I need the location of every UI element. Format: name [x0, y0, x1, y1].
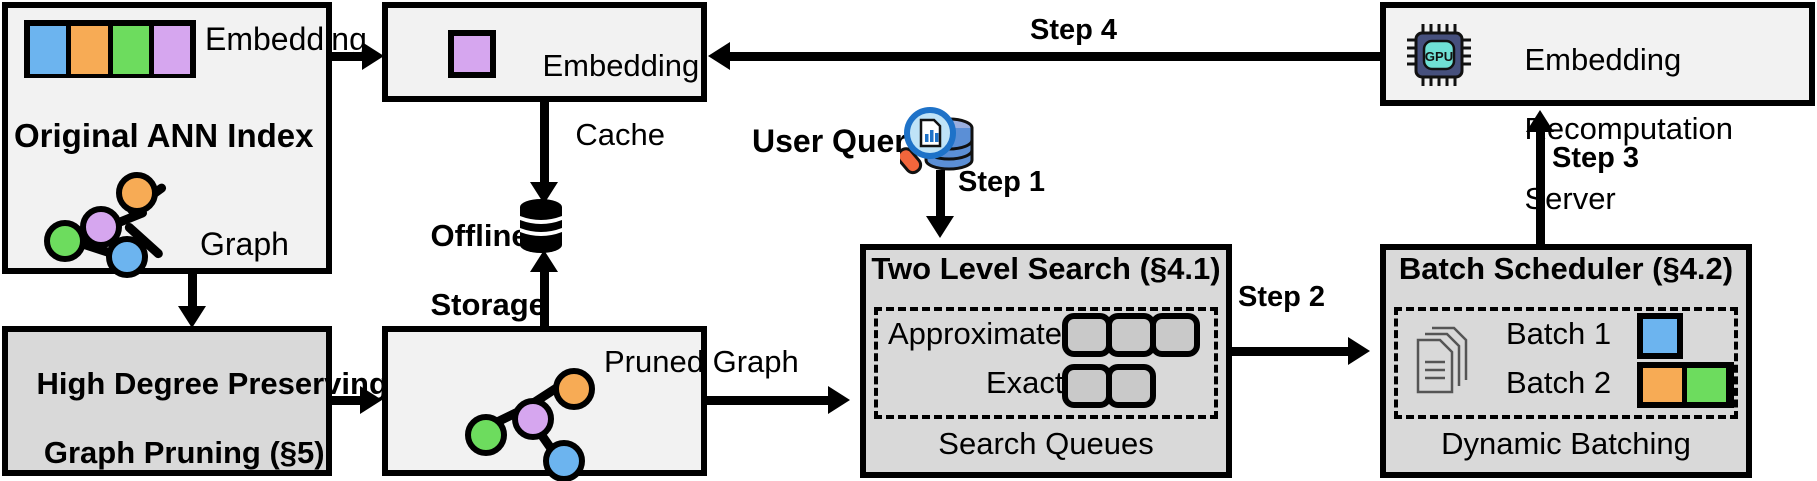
- exact-row-label: Exact: [986, 365, 1064, 400]
- embedding-chip-purple: [153, 26, 190, 74]
- graph-label: Graph: [200, 226, 289, 262]
- offline-storage-label: Offline Storage: [396, 184, 545, 358]
- exact-queue-slot: [1062, 364, 1112, 408]
- graph-node-green: [44, 220, 86, 262]
- step2-label: Step 2: [1238, 281, 1326, 313]
- two-level-search-box: [860, 244, 1232, 478]
- embedding-chip-blue: [30, 26, 67, 74]
- offline-storage-line2: Storage: [430, 287, 546, 323]
- gpu-chip-icon: GPU: [1405, 22, 1473, 88]
- embedding-label: Embedding: [205, 21, 367, 57]
- approximate-queue-slot: [1062, 313, 1112, 357]
- exact-queue-slot: [1106, 364, 1156, 408]
- pruned-node-blue: [543, 440, 585, 481]
- arrow-index-to-cache-line: [332, 52, 366, 61]
- dynamic-batching-caption: Dynamic Batching: [1441, 426, 1691, 461]
- embedding-chip-orange: [71, 26, 108, 74]
- two-level-search-title: Two Level Search (§4.1): [871, 251, 1221, 286]
- graph-node-purple: [80, 206, 122, 248]
- offline-storage-line1: Offline: [430, 217, 529, 253]
- step1-label: Step 1: [958, 166, 1046, 198]
- arrow-pruned-to-search-head: [828, 386, 850, 414]
- arrow-index-to-pruning-line: [188, 274, 197, 310]
- graph-node-orange: [116, 172, 158, 214]
- database-icon: [518, 198, 564, 254]
- arrow-step1-head: [926, 216, 954, 238]
- embedding-cache-line2: Cache: [575, 117, 666, 153]
- batch1-label: Batch 1: [1506, 316, 1612, 351]
- arrow-step1-line: [936, 170, 945, 222]
- arrow-index-to-pruning-head: [178, 306, 206, 328]
- graph-pruning-line2: Graph Pruning (§5): [43, 435, 325, 471]
- arrow-step4-head: [708, 42, 730, 70]
- step4-label: Step 4: [1030, 14, 1118, 46]
- arrow-pruning-to-pruned-head: [360, 386, 382, 414]
- embedding-cache-box: [382, 2, 707, 102]
- graph-node-blue: [106, 236, 148, 278]
- dynamic-batching-dashed-region: [1394, 307, 1738, 419]
- query-search-database-icon: [900, 104, 978, 178]
- graph-pruning-title: High Degree Preserving Graph Pruning (§5…: [2, 332, 387, 481]
- graph-pruning-box: [2, 326, 332, 476]
- original-ann-index-title: Original ANN Index: [14, 117, 314, 154]
- batch2-chip-green: [1687, 368, 1726, 402]
- arrow-step2-head: [1348, 337, 1370, 365]
- arrow-index-to-cache-head: [362, 42, 384, 70]
- approximate-row-label: Approximate: [888, 316, 1063, 351]
- step3-label: Step 3: [1552, 142, 1640, 174]
- arrow-cache-to-storage-head: [530, 182, 558, 204]
- recomputation-server-line1: Embedding: [1524, 41, 1682, 77]
- arrow-pruned-to-storage-head: [530, 250, 558, 272]
- arrow-pruned-to-search-line: [707, 396, 833, 405]
- recomputation-server-box: [1380, 2, 1815, 106]
- batch2-chip-orange: [1643, 368, 1682, 402]
- approximate-queue-slot: [1106, 313, 1156, 357]
- svg-text:GPU: GPU: [1425, 49, 1453, 64]
- pruned-node-purple: [512, 398, 554, 440]
- pruned-node-orange: [553, 368, 595, 410]
- approximate-queue-slot: [1150, 313, 1200, 357]
- embedding-chip-green: [112, 26, 149, 74]
- search-queues-dashed-region: [874, 307, 1218, 419]
- embedding-cache-line1: Embedding: [542, 47, 700, 83]
- batch1-chip-blue: [1637, 313, 1683, 359]
- batch2-label: Batch 2: [1506, 365, 1612, 400]
- arrow-cache-to-storage-line: [540, 102, 549, 186]
- arrow-pruned-to-storage-line: [540, 268, 549, 328]
- pruned-graph-label: Pruned Graph: [604, 344, 799, 379]
- batch-scheduler-title: Batch Scheduler (§4.2): [1398, 251, 1734, 286]
- recomputation-server-title: Embedding Recomputation Server: [1490, 8, 1733, 251]
- search-queues-caption: Search Queues: [938, 426, 1154, 461]
- recomputation-server-line3: Server: [1524, 180, 1616, 216]
- documents-icon: [1414, 326, 1470, 396]
- arrow-step4-line: [730, 52, 1380, 61]
- arrow-step3-head: [1526, 110, 1554, 132]
- embedding-chip-strip: [24, 20, 196, 78]
- arrow-step3-line: [1536, 128, 1545, 246]
- batch2-chip-strip: [1637, 362, 1734, 408]
- arrow-pruning-to-pruned-line: [332, 396, 364, 405]
- embedding-cache-chip: [448, 30, 496, 78]
- arrow-step2-line: [1232, 347, 1352, 356]
- pruned-node-green: [465, 414, 507, 456]
- embedding-cache-title: Embedding Cache: [508, 14, 700, 188]
- recomputation-server-line2: Recomputation: [1524, 111, 1733, 147]
- user-query-label: User Query: [752, 123, 925, 159]
